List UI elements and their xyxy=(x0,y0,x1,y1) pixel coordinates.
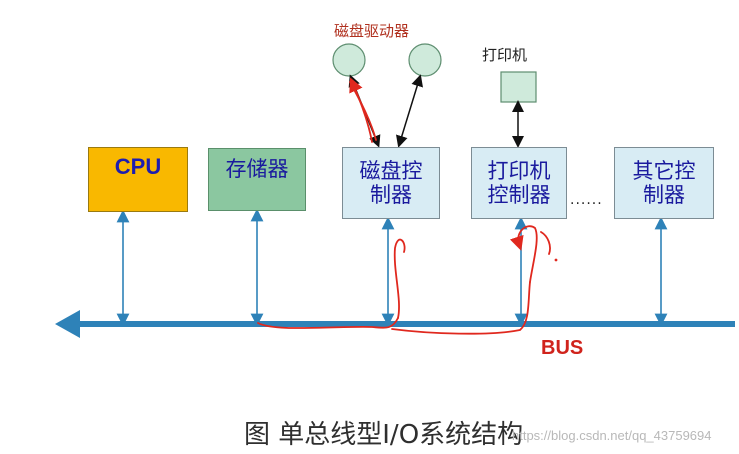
disk-drive-2-link xyxy=(396,74,423,148)
other-controller-label: 其它控 制器 xyxy=(632,158,696,207)
system-bus xyxy=(55,310,735,338)
ellipsis-label: ...... xyxy=(570,192,603,208)
figure-caption: 图 单总线型I/O系统结构 xyxy=(244,420,524,450)
watermark-url: https://blog.csdn.net/qq_43759694 xyxy=(512,428,712,443)
bus-label: BUS xyxy=(541,337,584,359)
disk-drive-label: 磁盘驱动器 xyxy=(334,22,410,40)
memory-box[interactable]: 存储器 xyxy=(208,148,306,211)
other-controller-box[interactable]: 其它控 制器 xyxy=(614,147,714,219)
cpu-label: CPU xyxy=(114,154,162,179)
cpu-box[interactable]: CPU xyxy=(88,147,188,212)
printer-device xyxy=(500,71,537,103)
memory-label: 存储器 xyxy=(225,157,289,181)
bus-left-arrowhead xyxy=(55,310,80,338)
printer-controller-label: 打印机 控制器 xyxy=(487,158,551,207)
disk-drive-2 xyxy=(408,43,442,77)
disk-controller-label: 磁盘控 制器 xyxy=(359,158,423,207)
printer-controller-box[interactable]: 打印机 控制器 xyxy=(471,147,567,219)
disk-controller-box[interactable]: 磁盘控 制器 xyxy=(342,147,440,219)
annotation-flow-printer xyxy=(391,225,558,335)
disk-drive-1 xyxy=(332,43,366,77)
printer-label: 打印机 xyxy=(482,46,528,64)
annotation-flow-disk xyxy=(257,77,406,329)
